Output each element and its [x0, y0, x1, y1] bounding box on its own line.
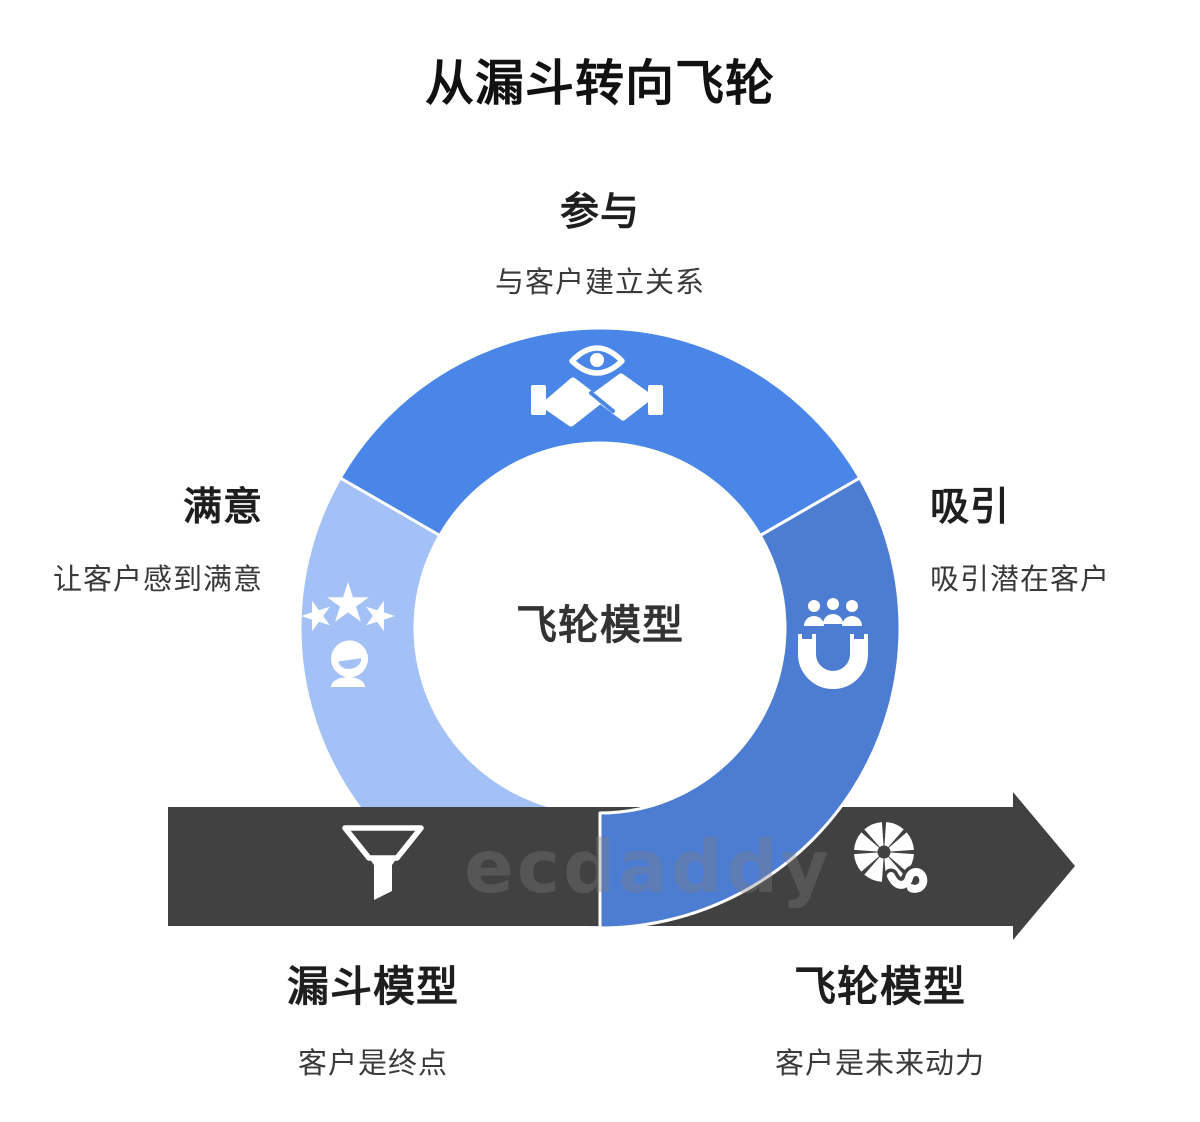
flywheel-icon: [854, 822, 931, 897]
flywheel-segment-engage: [338, 326, 862, 537]
flywheel-model-description: 客户是未来动力: [774, 1048, 986, 1080]
funnel-icon: [342, 825, 424, 900]
eye-handshake-icon: [531, 345, 663, 427]
segment-label-attract: 吸引 吸引潜在客户: [930, 476, 1200, 598]
segment-label-engage: 参与 与客户建立关系: [0, 181, 1200, 301]
attract-description: 吸引潜在客户: [930, 564, 1111, 596]
delight-title: 满意: [182, 486, 263, 529]
engage-title: 参与: [559, 191, 640, 234]
watermark: ecdaddy: [464, 825, 831, 910]
engage-description: 与客户建立关系: [494, 267, 705, 299]
delight-description: 让客户感到满意: [52, 564, 263, 596]
flywheel-center-label: 飞轮模型: [516, 602, 684, 648]
segment-label-delight: 满意 让客户感到满意: [0, 476, 263, 598]
flywheel-model-label: 飞轮模型 客户是未来动力: [775, 953, 985, 1082]
funnel-model-title: 漏斗模型: [286, 963, 460, 1010]
stars-smile-icon: [301, 582, 395, 687]
funnel-model-description: 客户是终点: [297, 1048, 449, 1080]
attract-title: 吸引: [930, 486, 1011, 529]
funnel-model-label: 漏斗模型 客户是终点: [287, 953, 459, 1082]
flywheel-segment-attract: [598, 476, 902, 930]
magnet-icon: [798, 598, 868, 689]
page-title: 从漏斗转向飞轮: [424, 57, 775, 111]
flywheel-model-title: 飞轮模型: [793, 963, 967, 1010]
